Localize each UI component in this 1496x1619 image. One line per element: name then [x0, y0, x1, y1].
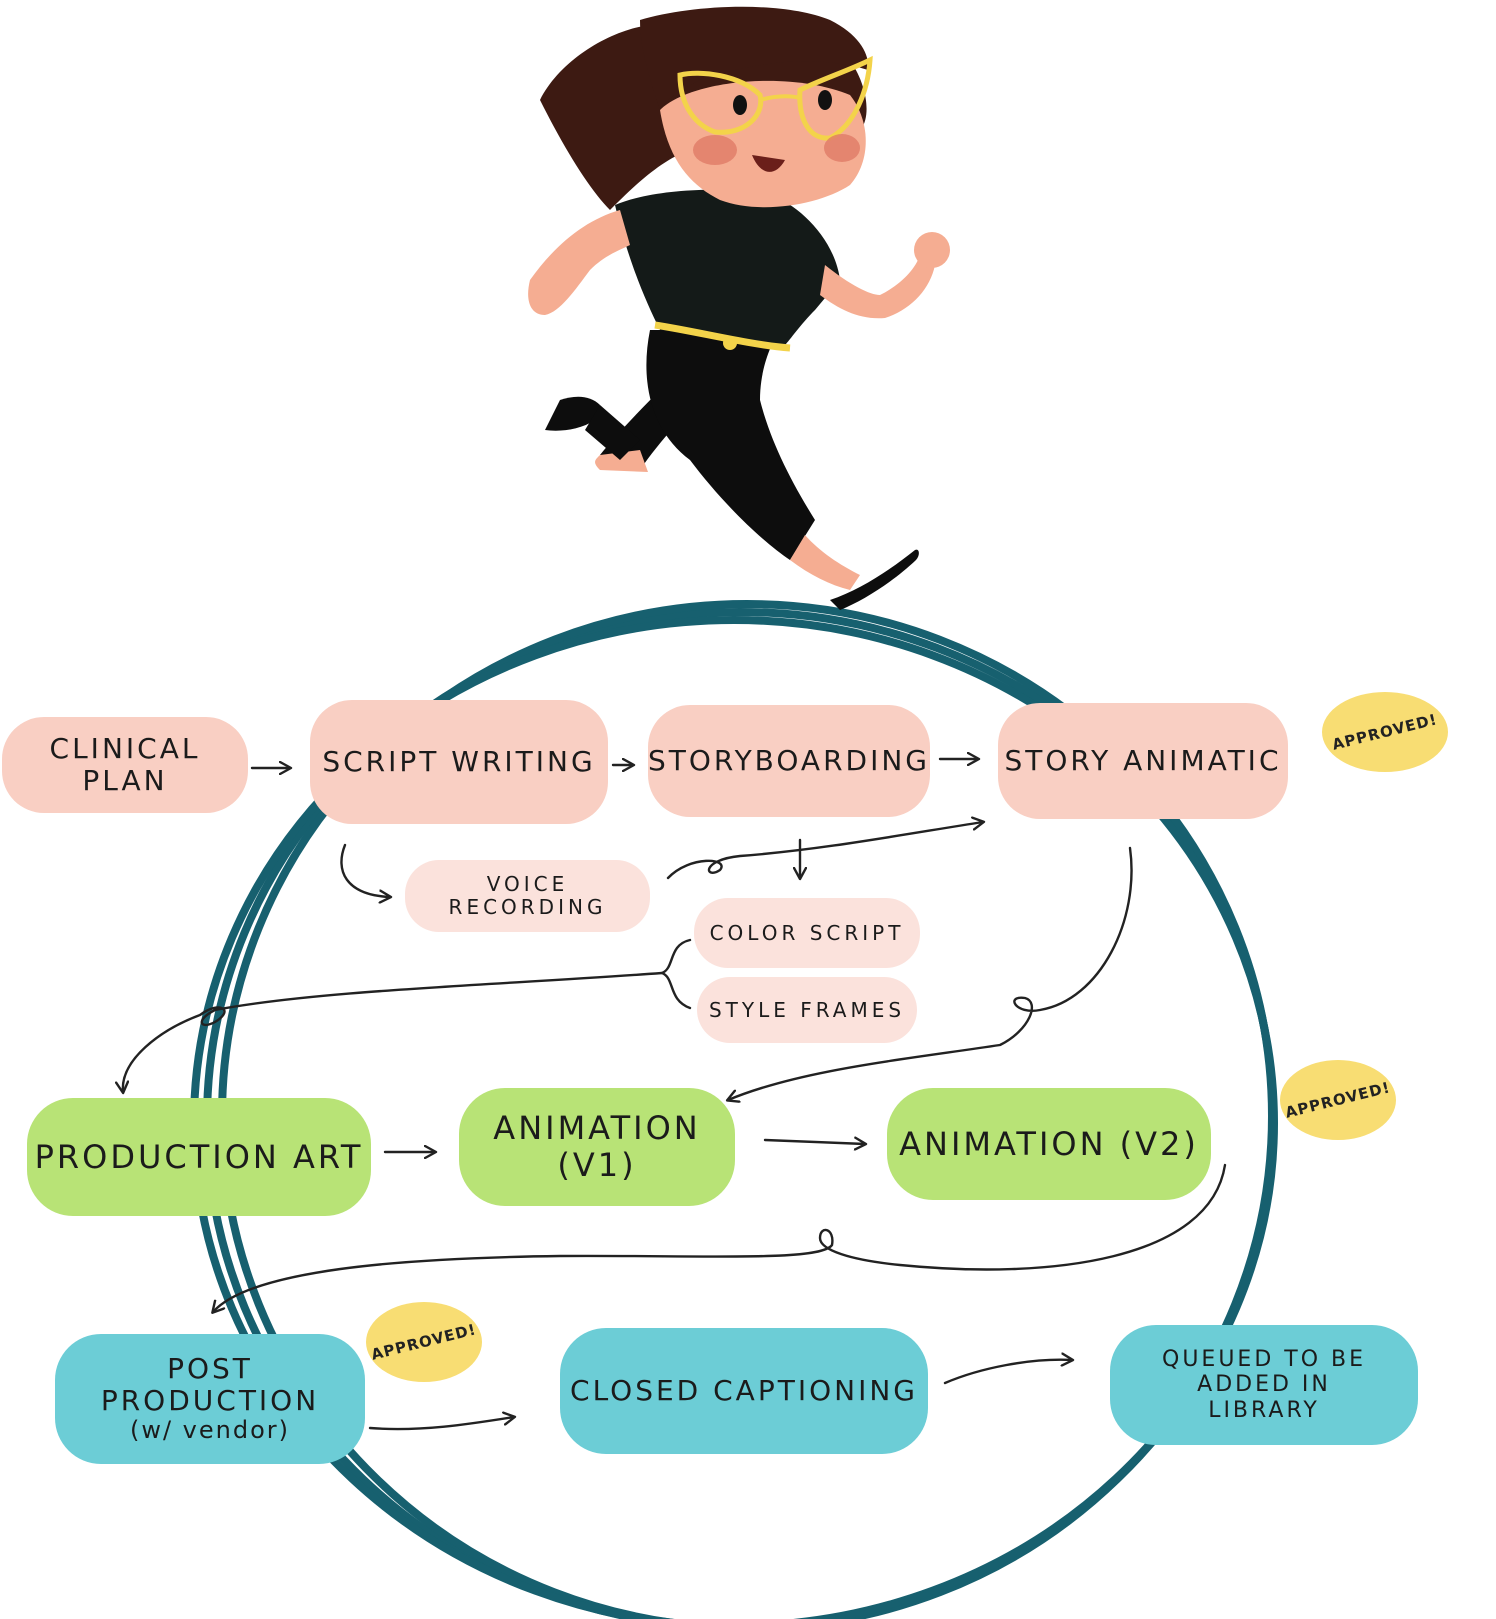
- post-production-node: POST PRODUCTION (w/ vendor): [55, 1334, 365, 1464]
- color-script-node: COLOR SCRIPT: [694, 898, 920, 968]
- production-art-node: PRODUCTION ART: [27, 1098, 371, 1216]
- style-frames-node: STYLE FRAMES: [697, 977, 917, 1043]
- arrow-animatic-to-animation-v1: [728, 846, 1133, 1100]
- approved-badge-animatic: APPROVED!: [1322, 692, 1448, 772]
- arrow-concept-to-production-art: [123, 971, 664, 1092]
- voice-recording-node: VOICE RECORDING: [405, 860, 650, 932]
- closed-captioning-node: CLOSED CAPTIONING: [560, 1328, 928, 1454]
- story-animatic-node: STORY ANIMATIC: [998, 703, 1288, 819]
- arrow-script-to-voice: [340, 843, 390, 897]
- post-production-subtitle: (w/ vendor): [129, 1416, 291, 1445]
- clinical-plan-node: CLINICAL PLAN: [2, 717, 248, 813]
- queued-library-node: QUEUED TO BE ADDED IN LIBRARY: [1110, 1325, 1418, 1445]
- brace-color-style: [658, 938, 692, 1010]
- storyboarding-node: STORYBOARDING: [648, 705, 930, 817]
- runner-illustration: [528, 6, 950, 610]
- animation-v1-node: ANIMATION (V1): [459, 1088, 735, 1206]
- script-writing-node: SCRIPT WRITING: [310, 700, 608, 824]
- arrow-v2-to-post: [213, 1163, 1227, 1312]
- arrow-voice-to-animatic: [666, 822, 983, 880]
- arrow-post-to-captioning: [368, 1417, 514, 1431]
- animation-v2-node: ANIMATION (V2): [887, 1088, 1211, 1200]
- arrow-captioning-to-queued: [943, 1360, 1072, 1385]
- connectors: [123, 759, 1227, 1431]
- approved-badge-post: APPROVED!: [366, 1302, 482, 1382]
- approved-badge-animation: APPROVED!: [1280, 1060, 1396, 1140]
- arrow-v1-to-v2: [763, 1140, 865, 1144]
